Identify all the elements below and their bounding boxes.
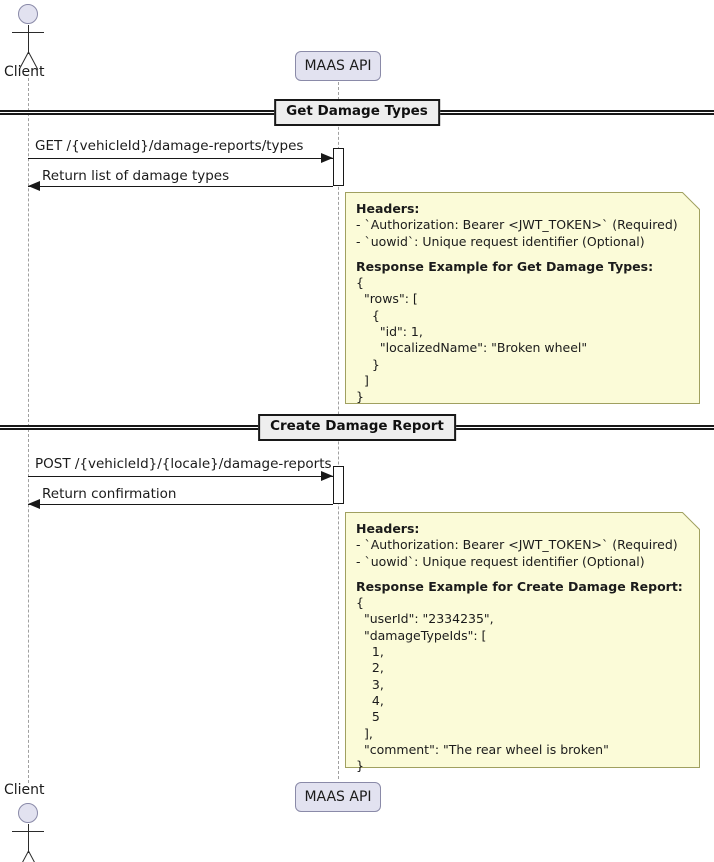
actor-arms-icon (12, 831, 44, 832)
message-label-get-types: GET /{vehicleId}/damage-reports/types (35, 138, 304, 154)
note-create-damage-report: Headers: - `Authorization: Bearer <JWT_T… (345, 512, 700, 773)
note-line: - `Authorization: Bearer <JWT_TOKEN>` (R… (356, 537, 678, 553)
message-line-get-types (28, 158, 333, 159)
message-line-return-types (28, 186, 333, 187)
note-line: "id": 1, (356, 324, 423, 340)
note-line: - `Authorization: Bearer <JWT_TOKEN>` (R… (356, 217, 678, 233)
divider-get-damage-types: Get Damage Types (0, 99, 714, 127)
message-arrowhead-return-confirmation (28, 499, 40, 509)
note-line: ] (356, 372, 369, 388)
note-line: 2, (356, 660, 384, 676)
note-line: Response Example for Create Damage Repor… (356, 578, 683, 594)
actor-arms-icon (12, 32, 44, 33)
message-label-return-confirmation: Return confirmation (42, 486, 177, 502)
note-line: "damageTypeIds": [ (356, 627, 487, 643)
actor-leg-left-icon (18, 850, 29, 862)
message-label-post-report: POST /{vehicleId}/{locale}/damage-report… (35, 456, 332, 472)
note-line: - `uowid`: Unique request identifier (Op… (356, 233, 645, 249)
note-line: 1, (356, 644, 384, 660)
participant-maas-api-bottom[interactable]: MAAS API (295, 782, 381, 812)
note-fold-corner-icon (682, 512, 700, 530)
message-line-post-report (28, 476, 333, 477)
note-line: 4, (356, 692, 384, 708)
note-line: Headers: (356, 521, 420, 536)
lifeline-client (28, 78, 29, 783)
actor-client-top (12, 4, 58, 74)
note-line: "rows": [ (356, 291, 418, 307)
note-line: - `uowid`: Unique request identifier (Op… (356, 553, 645, 569)
message-arrowhead-get-types (321, 153, 333, 163)
actor-client-bottom (12, 803, 58, 862)
actor-leg-right-icon (28, 850, 39, 862)
note-line: } (356, 758, 364, 774)
note-get-damage-types: Headers: - `Authorization: Bearer <JWT_T… (345, 192, 700, 404)
message-label-return-types: Return list of damage types (42, 168, 230, 184)
note-line: Response Example for Get Damage Types: (356, 258, 654, 274)
note-line: { (356, 595, 364, 611)
divider-label-create-damage-report: Create Damage Report (258, 414, 456, 441)
actor-head-icon (18, 4, 38, 24)
divider-label-get-damage-types: Get Damage Types (274, 99, 440, 126)
note-line: } (356, 356, 380, 372)
actor-body-icon (28, 824, 29, 853)
actor-head-icon (18, 803, 38, 823)
message-line-return-confirmation (28, 504, 333, 505)
note-line: 5 (356, 709, 380, 725)
divider-create-damage-report: Create Damage Report (0, 414, 714, 442)
note-line-spacer (356, 570, 689, 579)
note-fold-corner-icon (682, 192, 700, 210)
note-line: } (356, 389, 364, 405)
note-line: "comment": "The rear wheel is broken" (356, 741, 609, 757)
note-line: Headers: (356, 201, 420, 216)
note-line: { (356, 275, 364, 291)
participant-maas-api-top[interactable]: MAAS API (295, 51, 381, 81)
message-arrowhead-post-report (321, 471, 333, 481)
note-line-spacer (356, 250, 689, 259)
note-line: 3, (356, 676, 384, 692)
note-line: "localizedName": "Broken wheel" (356, 340, 588, 356)
activation-bar-2 (333, 466, 344, 504)
actor-label-client-bottom: Client (4, 782, 45, 798)
note-line: ], (356, 725, 373, 741)
actor-body-icon (28, 25, 29, 54)
activation-bar-1 (333, 148, 344, 186)
actor-label-client-top: Client (4, 64, 45, 80)
message-arrowhead-return-types (28, 181, 40, 191)
note-line: "userId": "2334235", (356, 611, 494, 627)
note-line: { (356, 307, 380, 323)
